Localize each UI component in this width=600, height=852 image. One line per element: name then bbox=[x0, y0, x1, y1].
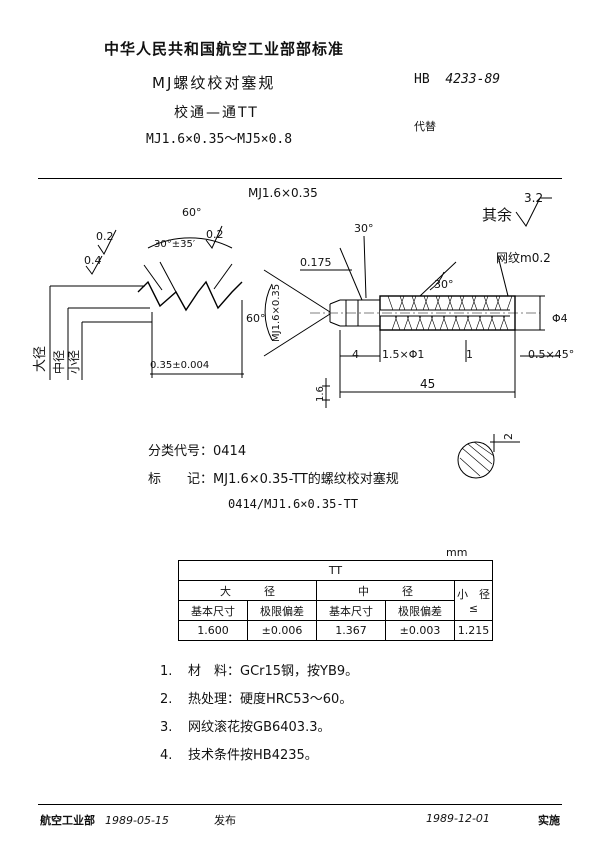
standard-code: 4233-89 bbox=[445, 72, 501, 87]
minor-diameter: 小径 bbox=[67, 350, 81, 374]
table-minor-label: 小 径 bbox=[457, 588, 490, 601]
dim-16: 1.6 bbox=[315, 386, 326, 402]
table-basic-2: 基本尺寸 bbox=[316, 600, 386, 621]
angle-30-top: 30° bbox=[354, 222, 374, 235]
dimension-table: TT 大 径 中 径 小 径≤ 基本尺寸 极限偏差 基本尺寸 极限偏差 1.60… bbox=[178, 560, 493, 641]
marking-label: 标 记： bbox=[148, 472, 214, 487]
marking-code: 0414/MJ1.6×0.35-TT bbox=[228, 497, 359, 511]
note-item: 4. 技术条件按HB4235。 bbox=[160, 742, 358, 770]
note-item: 1. 材 料：GCr15钢，按YB9。 bbox=[160, 658, 358, 686]
rest-label: 其余 bbox=[482, 206, 512, 224]
notes-list: 1. 材 料：GCr15钢，按YB9。 2. 热处理：硬度HRC53～60。 3. 网… bbox=[160, 658, 358, 770]
classification-label: 分类代号： bbox=[148, 444, 214, 459]
half-angle: 30°±35′ bbox=[154, 239, 196, 250]
rest-value: 3.2 bbox=[524, 191, 543, 205]
dim-0175: 0.175 bbox=[300, 256, 332, 269]
angle-60: 60° bbox=[182, 206, 202, 219]
note-text: 材 料：GCr15钢，按YB9。 bbox=[188, 664, 359, 679]
table-dev-2: 极限偏差 bbox=[385, 600, 455, 621]
issuer-name: 航空工业部 bbox=[40, 814, 95, 827]
roughness-02-left: 0.2 bbox=[96, 230, 114, 243]
cell-pitch-basic: 1.367 bbox=[316, 620, 386, 641]
size-range: MJ1.6×0.35～MJ5×0.8 bbox=[146, 132, 293, 147]
pitch-tolerance: 0.35±0.004 bbox=[150, 360, 209, 371]
cell-pitch-dev: ±0.003 bbox=[385, 620, 455, 641]
table-minor-header: 小 径≤ bbox=[454, 580, 493, 621]
phi-4: Φ4 bbox=[552, 312, 568, 325]
dim-1: 1 bbox=[466, 348, 473, 361]
thread-label: MJ1.6×0.35 bbox=[248, 186, 318, 200]
cell-minor: 1.215 bbox=[454, 620, 493, 641]
side-thread-label: MJ1.6×0.35 bbox=[271, 284, 282, 342]
implement-date: 1989-12-01 bbox=[426, 812, 490, 825]
implement-word: 实施 bbox=[538, 814, 560, 827]
dim-15: 1.5×Φ1 bbox=[382, 348, 424, 361]
major-diameter: 大径 bbox=[33, 346, 48, 372]
note-item: 3. 网纹滚花按GB6403.3。 bbox=[160, 714, 358, 742]
pitch-diameter: 中径 bbox=[51, 350, 66, 374]
replaces-label: 代替 bbox=[414, 120, 436, 133]
standard-title: MJ螺纹校对塞规 bbox=[152, 74, 276, 92]
standard-prefix: HB bbox=[414, 72, 430, 87]
cell-major-dev: ±0.006 bbox=[247, 620, 317, 641]
roughness-02-right: 0.2 bbox=[206, 228, 224, 241]
footer-issuer: 航空工业部 1989-05-15 bbox=[40, 812, 169, 828]
angle-60-left: 60° bbox=[246, 312, 266, 325]
roughness-04: 0.4 bbox=[84, 254, 102, 267]
knurl-label: 网纹m0.2 bbox=[496, 251, 551, 265]
note-text: 技术条件按HB4235。 bbox=[188, 748, 318, 763]
marking: 标 记：MJ1.6×0.35-TT的螺纹校对塞规 bbox=[148, 468, 399, 487]
note-text: 热处理：硬度HRC53～60。 bbox=[188, 692, 353, 707]
note-number: 3. bbox=[160, 720, 173, 735]
note-number: 1. bbox=[160, 664, 173, 679]
note-number: 4. bbox=[160, 748, 173, 763]
angle-30-right: 30° bbox=[434, 278, 454, 291]
chamfer: 0.5×45° bbox=[528, 348, 574, 361]
note-item: 2. 热处理：硬度HRC53～60。 bbox=[160, 686, 358, 714]
table-unit: mm bbox=[446, 546, 468, 559]
gauge-drawing: MJ1.6×0.35 60° 30°±35′ 0.2 0.2 0.4 0.35±… bbox=[33, 186, 574, 408]
table-minor-sub: ≤ bbox=[468, 602, 479, 615]
issue-word: 发布 bbox=[214, 814, 236, 827]
issue-date: 1989-05-15 bbox=[105, 814, 169, 827]
organization-title: 中华人民共和国航空工业部部标准 bbox=[104, 40, 345, 58]
table-pitch-header: 中 径 bbox=[316, 580, 455, 601]
cell-major-basic: 1.600 bbox=[178, 620, 248, 641]
standard-number: HB 4233-89 bbox=[414, 72, 500, 87]
dim-4: 4 bbox=[352, 348, 359, 361]
classification: 分类代号：0414 bbox=[148, 440, 246, 459]
table-dev-1: 极限偏差 bbox=[247, 600, 317, 621]
classification-code: 0414 bbox=[213, 444, 247, 459]
note-text: 网纹滚花按GB6403.3。 bbox=[188, 720, 331, 735]
dim-45: 45 bbox=[420, 377, 435, 391]
table-group: TT bbox=[178, 560, 493, 581]
standard-subtitle: 校通—通TT bbox=[174, 105, 259, 121]
note-number: 2. bbox=[160, 692, 173, 707]
table-row: 1.600 ±0.006 1.367 ±0.003 1.215 bbox=[178, 620, 493, 641]
table-major-header: 大 径 bbox=[178, 580, 317, 601]
table-basic-1: 基本尺寸 bbox=[178, 600, 248, 621]
marking-text: MJ1.6×0.35-TT的螺纹校对塞规 bbox=[213, 472, 399, 487]
header-rule bbox=[38, 178, 562, 179]
footer-rule bbox=[38, 804, 562, 805]
